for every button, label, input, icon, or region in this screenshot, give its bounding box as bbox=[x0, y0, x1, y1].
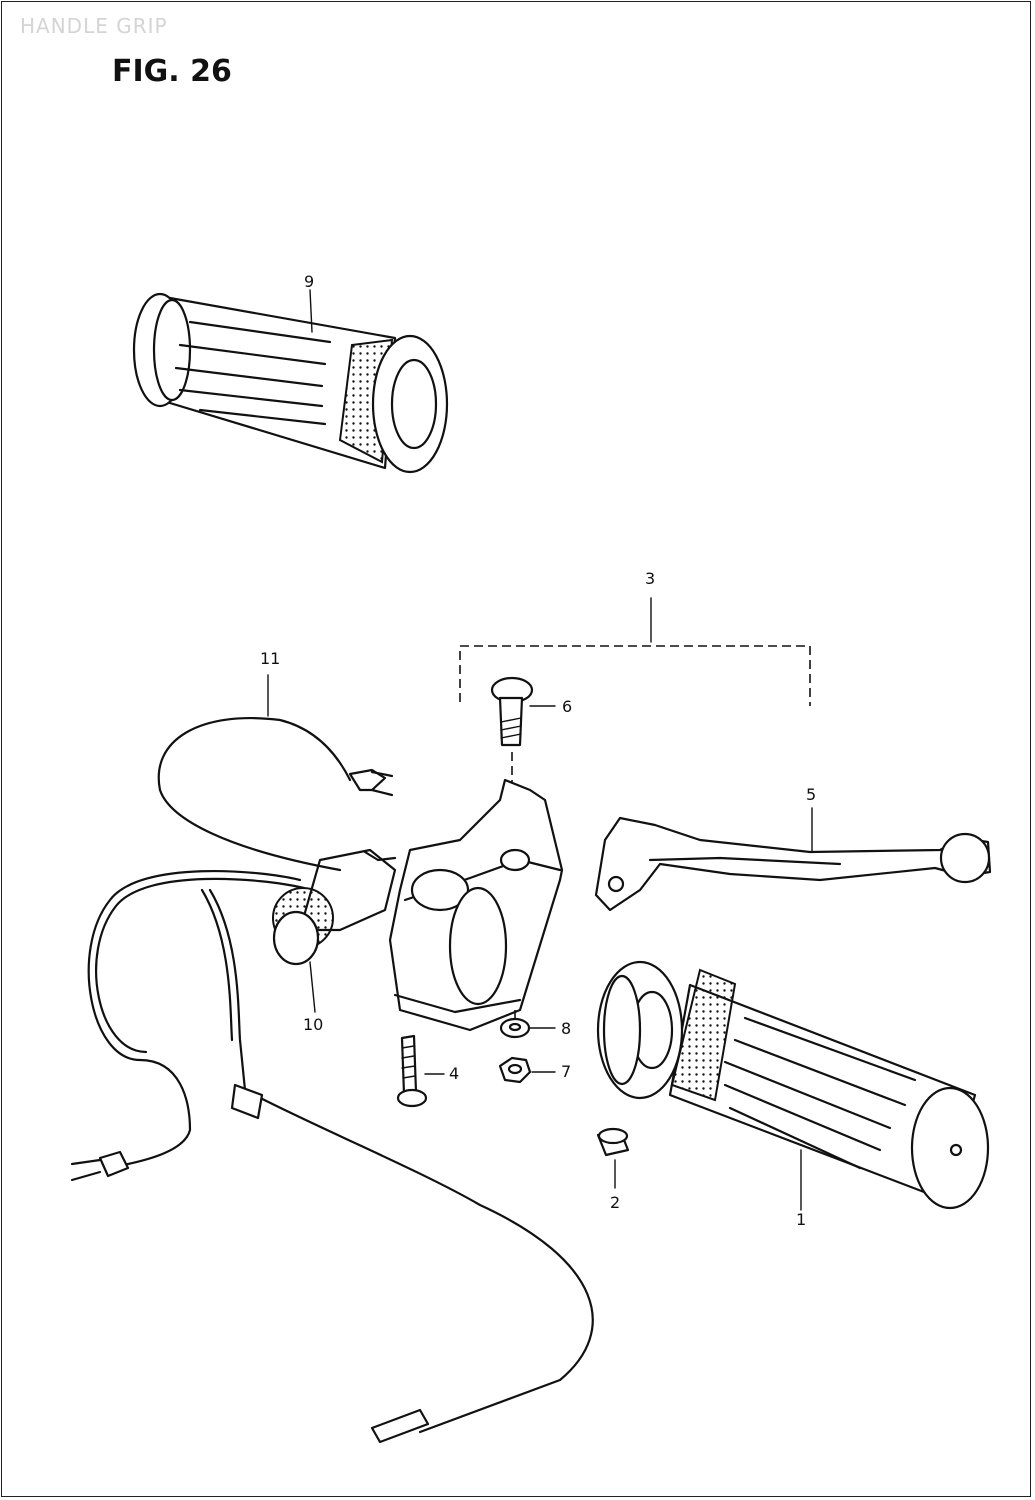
section-title: HANDLE GRIP bbox=[20, 14, 168, 38]
left-grip bbox=[132, 289, 449, 474]
washer bbox=[499, 1010, 556, 1039]
callout-4: 4 bbox=[449, 1064, 459, 1083]
callout-1: 1 bbox=[796, 1210, 806, 1229]
callout-7: 7 bbox=[561, 1062, 571, 1081]
assembly-bracket bbox=[459, 597, 811, 706]
clutch-switch bbox=[272, 848, 397, 1013]
callout-10: 10 bbox=[303, 1015, 323, 1034]
callout-2: 2 bbox=[610, 1193, 620, 1212]
switch-wire bbox=[70, 674, 594, 1444]
lever-holder bbox=[388, 778, 564, 1032]
nut bbox=[498, 1056, 556, 1084]
screw bbox=[396, 1034, 445, 1108]
grip-plug bbox=[596, 1127, 630, 1189]
callout-6: 6 bbox=[562, 697, 572, 716]
clutch-lever bbox=[594, 807, 992, 912]
callout-9: 9 bbox=[304, 272, 314, 291]
callout-5: 5 bbox=[806, 785, 816, 804]
figure-label: FIG. 26 bbox=[112, 54, 232, 89]
lever-bolt bbox=[490, 676, 556, 790]
callout-8: 8 bbox=[561, 1019, 571, 1038]
right-grip bbox=[596, 960, 990, 1211]
callout-3: 3 bbox=[645, 569, 655, 588]
callout-11: 11 bbox=[260, 649, 280, 668]
